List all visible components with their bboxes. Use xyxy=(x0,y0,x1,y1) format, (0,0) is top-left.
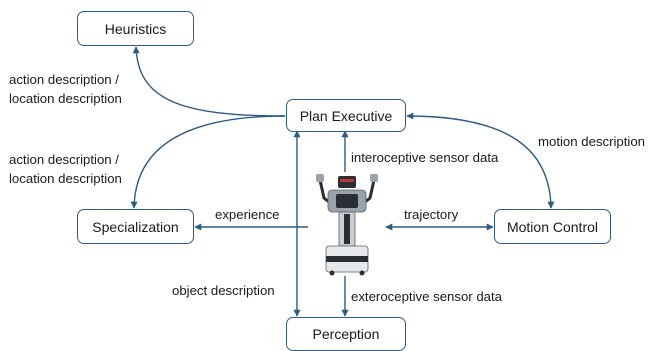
robot-base-band xyxy=(326,256,368,262)
label-object-description: object description xyxy=(172,283,275,298)
robot-shoulder-detail xyxy=(336,194,358,208)
label-heuristics-link: action description / location descriptio… xyxy=(9,72,122,106)
arrow-plan-to-heuristics xyxy=(132,46,286,117)
arrow-plan-motion-control xyxy=(406,112,555,209)
specialization-node: Specialization xyxy=(77,209,194,244)
label-experience: experience xyxy=(215,207,280,222)
perception-node: Perception xyxy=(286,317,406,351)
label-motion-description: motion description xyxy=(538,134,646,149)
robot-left-gripper xyxy=(316,174,324,182)
arrow-plan-to-specialization xyxy=(130,115,286,209)
label-exteroceptive: exteroceptive sensor data xyxy=(351,289,503,304)
robot-right-gripper xyxy=(370,174,378,182)
robot-wheel-left xyxy=(329,270,335,276)
pr2-robot-icon xyxy=(316,174,378,276)
label-trajectory: trajectory xyxy=(404,207,459,222)
robot-torso-strip xyxy=(344,214,350,244)
heuristics-node: Heuristics xyxy=(77,11,194,46)
robot-wheel-right xyxy=(359,270,365,276)
label-interoceptive: interoceptive sensor data xyxy=(351,150,499,165)
motion-control-node: Motion Control xyxy=(494,209,611,244)
label-specialization-link: action description / location descriptio… xyxy=(9,152,122,186)
robot-head-sensor xyxy=(340,179,354,182)
plan-executive-node: Plan Executive xyxy=(286,99,406,132)
